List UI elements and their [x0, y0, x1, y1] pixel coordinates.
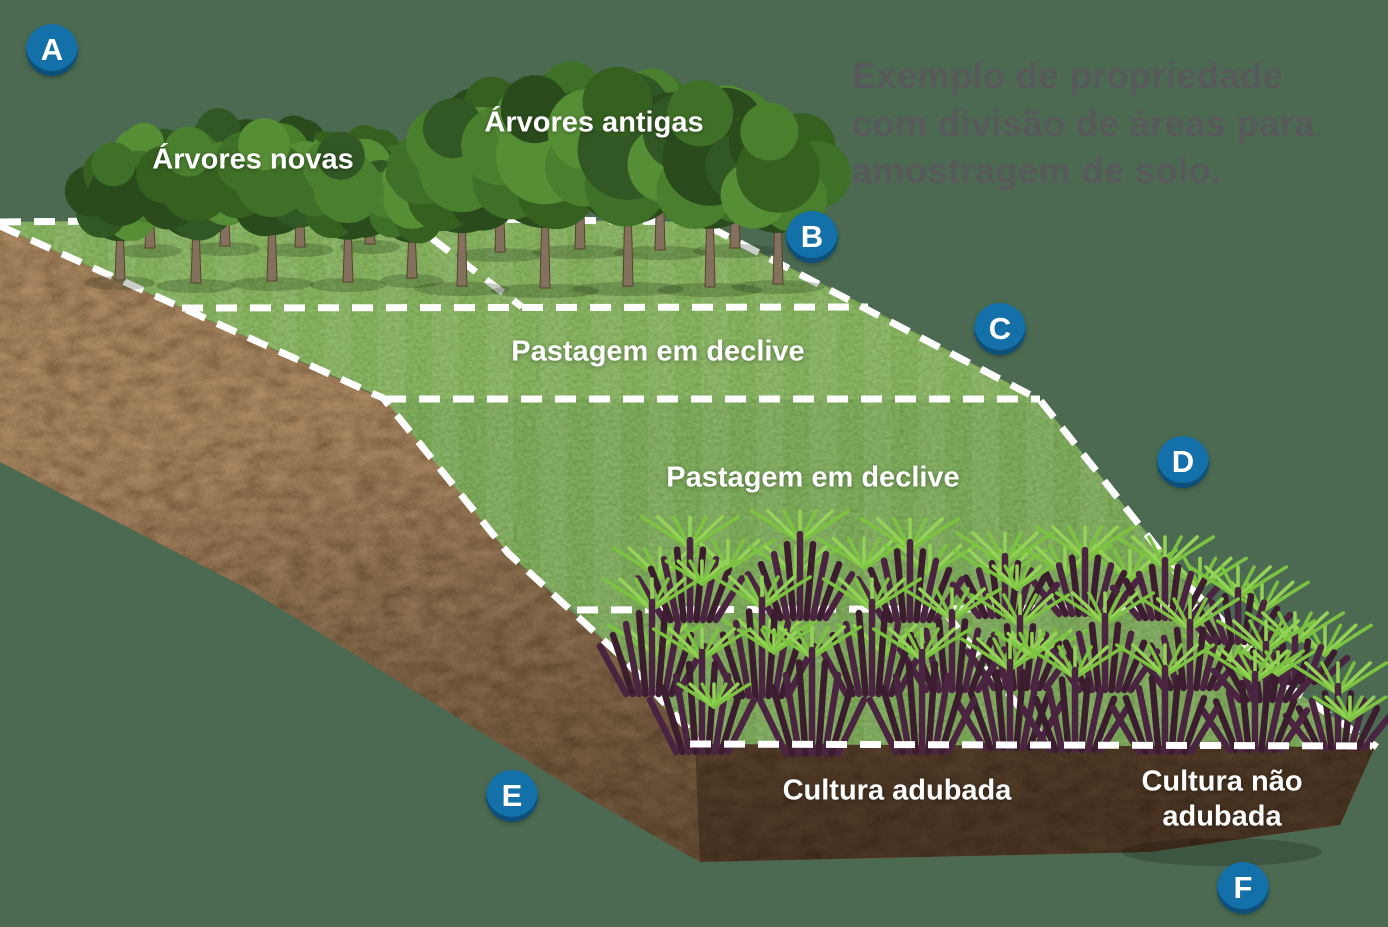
marker-d-badge: D — [1157, 436, 1209, 488]
marker-c-badge: C — [974, 303, 1026, 355]
divider-trees-pasture — [181, 303, 869, 312]
title-line-3: amostragem de solo. — [852, 150, 1222, 192]
marker-a-badge: A — [26, 24, 78, 76]
trees-antigas-group — [386, 61, 851, 298]
sugarcane-fields — [596, 509, 1388, 758]
marker-b-badge: B — [786, 211, 838, 263]
diagram-title: Exemplo de propriedade com divisão de ár… — [852, 52, 1388, 195]
boundary-soil-edge — [0, 222, 703, 745]
ground-shadow — [1122, 838, 1322, 866]
marker-e-badge: E — [486, 770, 538, 822]
title-line-2: com divisão de áreas para — [852, 102, 1315, 144]
title-line-1: Exemplo de propriedade — [852, 55, 1284, 96]
marker-f-badge: F — [1217, 862, 1269, 914]
divider-crops-front-soil — [689, 740, 1373, 750]
boundary-right-slope-edge — [404, 214, 1379, 750]
